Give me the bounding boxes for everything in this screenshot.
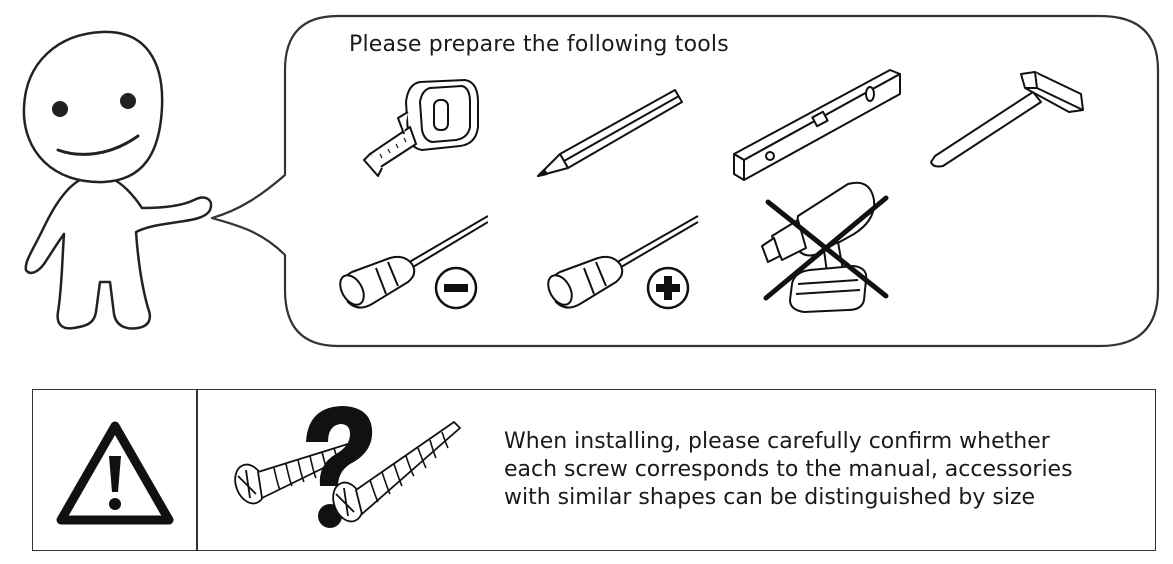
screws-question-icon (234, 406, 461, 528)
notice-line-3: with similar shapes can be distinguished… (504, 485, 1036, 510)
notice-divider (196, 390, 198, 550)
mascot-character-icon (22, 30, 213, 330)
warning-triangle-icon (56, 421, 174, 525)
hammer-icon (930, 71, 1084, 168)
tools-heading: Please prepare the following tools (349, 32, 729, 57)
tape-measure-icon (363, 79, 479, 177)
spirit-level-icon (733, 69, 901, 181)
flathead-screwdriver-icon (339, 215, 488, 310)
speech-bubble (210, 14, 1160, 348)
notice-box (32, 389, 1156, 551)
notice-line-1: When installing, please carefully confir… (504, 429, 1050, 454)
phillips-screwdriver-icon (547, 215, 699, 310)
notice-text: When installing, please carefully confir… (504, 428, 1073, 512)
notice-line-2: each screw corresponds to the manual, ac… (504, 457, 1073, 482)
power-drill-crossed-out-icon (761, 181, 889, 313)
pencil-icon (537, 89, 683, 177)
